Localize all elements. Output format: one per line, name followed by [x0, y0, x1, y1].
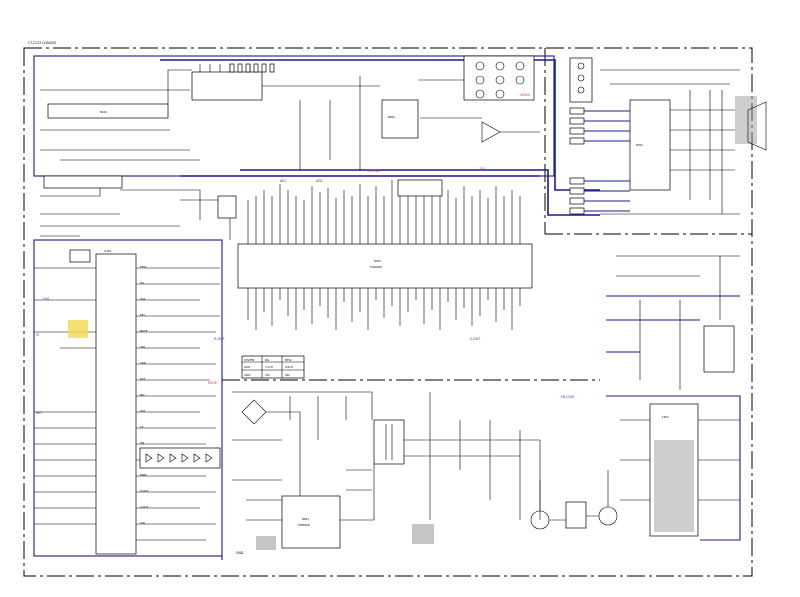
ic-audio: [381, 99, 419, 139]
ic-vertical: [629, 99, 671, 191]
micro-block: [33, 239, 223, 557]
horizontal-wires: [539, 255, 741, 541]
svg-text:6.8uH: 6.8uH: [285, 365, 293, 369]
tuner-pins: [199, 64, 251, 72]
svg-text:LED: LED: [140, 521, 145, 525]
crt-socket: [747, 101, 767, 151]
ic-vsp: [237, 243, 533, 289]
label-mute: MUTE: [208, 381, 217, 385]
vsp-pins-top: [247, 180, 521, 244]
vsp-pins-bottom: [247, 288, 521, 330]
svg-text:47p: 47p: [265, 373, 270, 377]
svg-text:NTSC: NTSC: [285, 358, 292, 362]
vertical-wires: [584, 69, 740, 215]
micro-pin-labels-right: TEST SCL SDA KEY MUTE VSS VDD RST MIC OS…: [140, 265, 149, 525]
label-key: KEY: [36, 411, 42, 415]
svg-text:H-OUT: H-OUT: [140, 489, 149, 493]
ic-micro-ref: IC101: [104, 249, 112, 253]
label-vout: V-OUT: [470, 337, 480, 341]
label-hout: H-OUT: [214, 337, 224, 341]
svg-text:MUTE: MUTE: [140, 329, 148, 333]
svg-text:RST: RST: [140, 377, 145, 381]
label-afc: AFC: [280, 179, 287, 183]
bridge-rectifier: [241, 399, 267, 425]
scart-pins: [577, 62, 585, 94]
mains-socket: [256, 536, 276, 550]
svg-text:KEY: KEY: [140, 313, 145, 317]
ic-jungle: [43, 175, 123, 189]
label-sound: SOUND: [368, 169, 380, 173]
ic-power-part: STR6656: [298, 523, 310, 527]
svg-text:4.7uH: 4.7uH: [265, 365, 273, 369]
switching-transformer: [373, 419, 405, 465]
power-wires: [232, 391, 541, 521]
svg-text:VSS: VSS: [140, 345, 145, 349]
ic-if-ref: N101: [100, 110, 107, 114]
svg-text:VDD: VDD: [140, 361, 146, 365]
svg-text:XT: XT: [140, 425, 144, 429]
label-b-plus: +B 110V: [560, 395, 575, 399]
label-agc: AGC: [316, 179, 324, 183]
flyback-ref: T402: [662, 415, 669, 419]
diode-array: [139, 447, 221, 469]
svg-text:OSC: OSC: [140, 409, 146, 413]
ic-power-ref: N801: [302, 517, 309, 521]
tuner-wires: [40, 69, 540, 240]
sheet-title: CT-2133 CHASSIS: [28, 41, 56, 45]
svg-text:SW: SW: [140, 441, 145, 445]
label-vcc: +5V: [42, 297, 50, 301]
svg-text:SYSTEM: SYSTEM: [244, 358, 254, 362]
ic-if: [47, 103, 169, 119]
svg-text:V-OUT: V-OUT: [140, 505, 149, 509]
svg-text:MIC: MIC: [140, 393, 145, 397]
label-sif: SIF: [480, 167, 485, 171]
svg-text:SCL: SCL: [140, 281, 145, 285]
yoke-connector: [703, 325, 735, 373]
svg-text:TEST: TEST: [140, 265, 147, 269]
flyback-shade: [654, 440, 694, 532]
svg-text:PWM: PWM: [140, 473, 146, 477]
connector-left-top: [69, 249, 91, 263]
ic-micro: [95, 253, 137, 555]
ic-power: [281, 495, 341, 549]
av-jack-block: [463, 55, 535, 101]
scart-connector: [569, 57, 593, 103]
transistor-hout: [598, 506, 618, 526]
ic-saw: [397, 179, 443, 197]
svg-text:SDA: SDA: [140, 297, 146, 301]
ic-tuner: [191, 71, 263, 101]
sheet-border: [23, 47, 753, 577]
degauss-shade: [412, 524, 434, 544]
ic-audio-ref: N601: [388, 115, 395, 119]
label-video: VIDEO: [520, 93, 531, 97]
connector-column: [569, 107, 585, 215]
hdrive-transformer: [565, 501, 587, 529]
ic-vertical-ref: N301: [636, 143, 643, 147]
svg-text:C601: C601: [244, 373, 251, 377]
label-ir: IR: [36, 333, 40, 337]
ic-vsp-ref: N201: [374, 259, 381, 263]
top-bus-2: [240, 169, 600, 216]
ic-vsp-part: TDA8362: [370, 265, 382, 269]
saw-filter: [217, 195, 237, 219]
svg-text:56p: 56p: [285, 373, 290, 377]
crystal-shade: [68, 320, 88, 338]
label-gnd: GND: [236, 551, 244, 555]
system-table: SYSTEM PAL NTSC L601 4.7uH 6.8uH C601 47…: [241, 355, 305, 379]
svg-text:L601: L601: [244, 365, 251, 369]
svg-text:PAL: PAL: [265, 358, 270, 362]
crt-neck: [735, 96, 757, 144]
resistor-bank: [229, 63, 275, 73]
opamp-symbol: [481, 121, 501, 143]
